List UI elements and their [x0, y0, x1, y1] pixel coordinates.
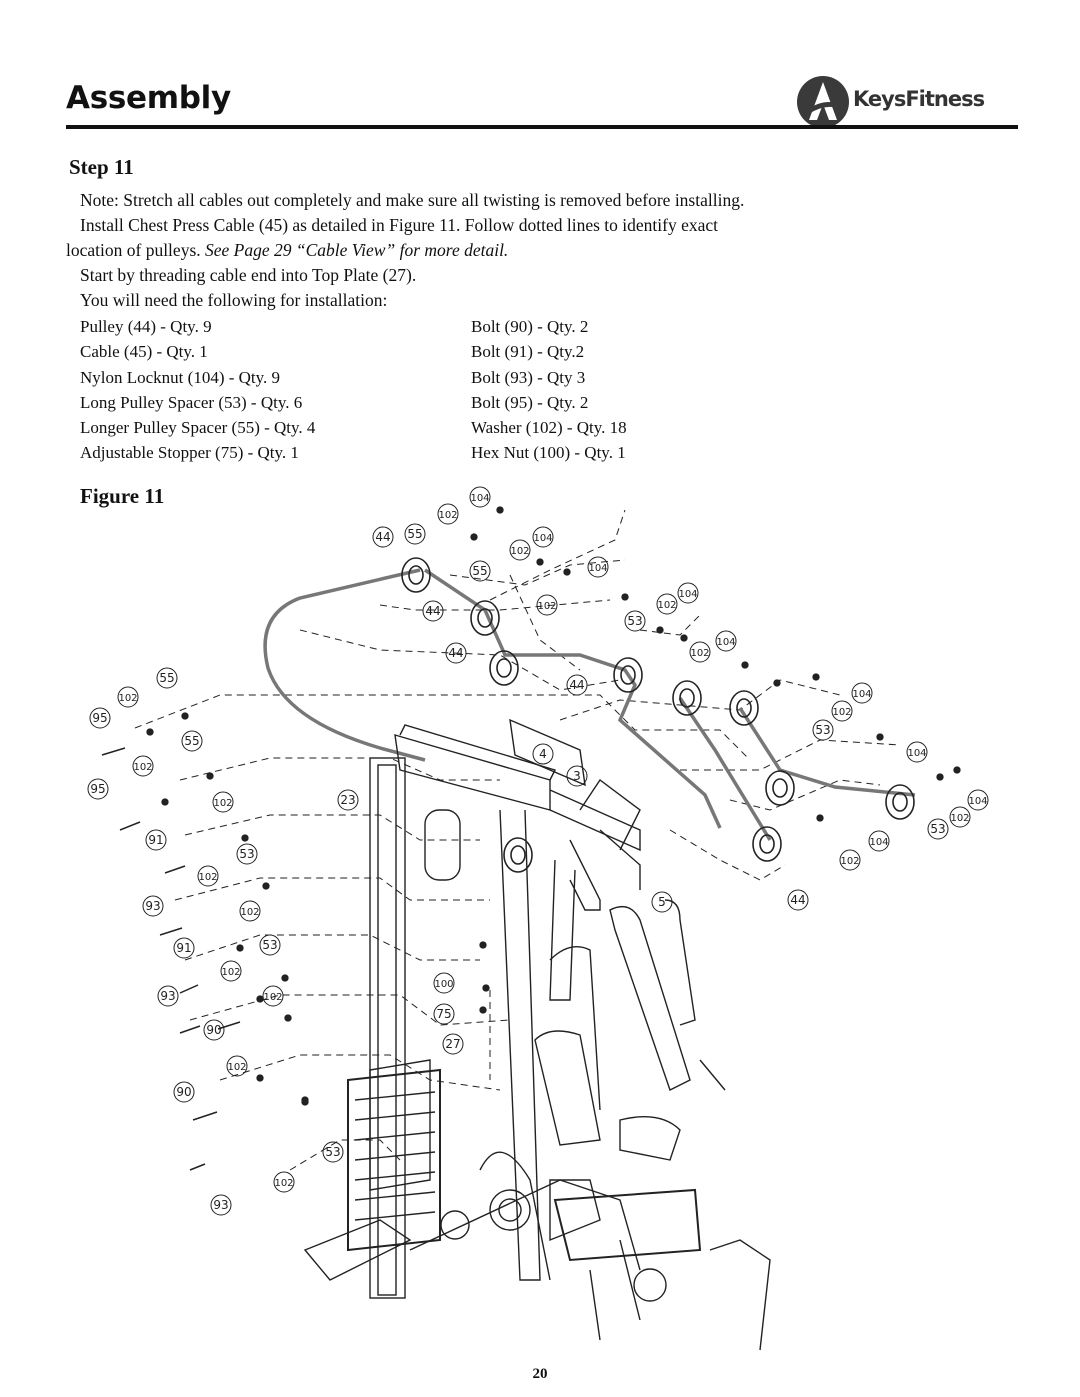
svg-text:55: 55: [184, 734, 199, 748]
cable-view-reference: See Page 29 “Cable View” for more detail…: [205, 240, 509, 260]
part-item: Adjustable Stopper (75) - Qty. 1: [80, 443, 299, 463]
svg-text:91: 91: [176, 941, 191, 955]
svg-text:104: 104: [716, 637, 735, 648]
svg-text:5: 5: [658, 895, 666, 909]
page-number: 20: [532, 1366, 548, 1382]
part-item: Washer (102) - Qty. 18: [471, 418, 627, 438]
svg-text:4: 4: [539, 747, 547, 761]
svg-text:95: 95: [90, 782, 105, 796]
svg-text:102: 102: [221, 967, 240, 978]
svg-text:90: 90: [206, 1023, 221, 1037]
svg-text:27: 27: [445, 1037, 460, 1051]
part-item: Longer Pulley Spacer (55) - Qty. 4: [80, 418, 316, 438]
svg-text:44: 44: [425, 604, 440, 618]
svg-text:93: 93: [145, 899, 160, 913]
svg-text:102: 102: [227, 1062, 246, 1073]
svg-text:53: 53: [930, 822, 945, 836]
svg-text:100: 100: [434, 979, 453, 990]
svg-text:102: 102: [240, 907, 259, 918]
svg-text:55: 55: [159, 671, 174, 685]
svg-text:104: 104: [852, 689, 871, 700]
svg-text:53: 53: [627, 614, 642, 628]
svg-text:102: 102: [832, 707, 851, 718]
svg-text:102: 102: [840, 856, 859, 867]
svg-text:104: 104: [678, 589, 697, 600]
svg-text:55: 55: [472, 564, 487, 578]
part-callouts: 104 102 44 55 102 104 55 104 102 44 102 …: [87, 486, 989, 1216]
part-item: Hex Nut (100) - Qty. 1: [471, 443, 626, 463]
svg-text:102: 102: [198, 872, 217, 883]
part-item: Bolt (91) - Qty.2: [471, 342, 585, 362]
header-divider: [66, 125, 1018, 129]
pulleys: [401, 557, 915, 873]
svg-text:102: 102: [438, 510, 457, 521]
svg-text:102: 102: [950, 813, 969, 824]
svg-text:102: 102: [657, 600, 676, 611]
svg-text:93: 93: [213, 1198, 228, 1212]
svg-text:102: 102: [537, 601, 556, 612]
part-item: Pulley (44) - Qty. 9: [80, 317, 212, 336]
hardware-bolts: [101, 747, 241, 1171]
svg-text:44: 44: [448, 646, 463, 660]
page-section-title: Assembly: [66, 80, 231, 116]
svg-text:53: 53: [815, 723, 830, 737]
parts-list-right: Bolt (90) - Qty. 2 Bolt (91) - Qty.2 Bol…: [471, 314, 627, 466]
step-title: Step 11: [69, 155, 134, 179]
note-line-1: Note: Stretch all cables out completely …: [80, 190, 745, 210]
keysfitness-logo: KeysFitness: [795, 74, 1025, 130]
note-line-3: location of pulleys. See Page 29 “Cable …: [66, 238, 508, 263]
parts-intro: You will need the following for installa…: [80, 290, 388, 310]
threading-instruction: Start by threading cable end into Top Pl…: [80, 265, 417, 285]
svg-text:90: 90: [176, 1085, 191, 1099]
note-line-3-text: location of pulleys.: [66, 240, 206, 260]
svg-text:104: 104: [533, 533, 552, 544]
part-item: Cable (45) - Qty. 1: [80, 342, 208, 362]
logo-wordmark: KeysFitness: [853, 87, 985, 111]
svg-text:104: 104: [968, 796, 987, 807]
svg-text:102: 102: [274, 1178, 293, 1189]
svg-text:104: 104: [869, 837, 888, 848]
svg-text:23: 23: [340, 793, 355, 807]
part-item: Bolt (93) - Qty 3: [471, 367, 586, 387]
svg-text:104: 104: [588, 563, 607, 574]
svg-text:53: 53: [325, 1145, 340, 1159]
svg-text:102: 102: [263, 992, 282, 1003]
hardware-nuts: [146, 506, 961, 1106]
svg-text:93: 93: [160, 989, 175, 1003]
svg-text:3: 3: [573, 769, 581, 783]
part-item: Bolt (95) - Qty. 2: [471, 392, 589, 412]
svg-text:55: 55: [407, 527, 422, 541]
svg-text:102: 102: [510, 546, 529, 557]
svg-text:53: 53: [239, 847, 254, 861]
svg-text:104: 104: [470, 493, 489, 504]
guide-lines: [134, 509, 901, 1171]
svg-text:102: 102: [690, 648, 709, 659]
svg-text:44: 44: [569, 678, 584, 692]
parts-list-left: Pulley (44) - Qty. 9 Cable (45) - Qty. 1…: [80, 314, 315, 466]
svg-text:44: 44: [375, 530, 390, 544]
part-item: Bolt (90) - Qty. 2: [471, 317, 589, 336]
svg-text:53: 53: [262, 938, 277, 952]
svg-text:102: 102: [118, 693, 137, 704]
svg-text:104: 104: [907, 748, 926, 759]
chest-press-cable-diagram: 104 102 44 55 102 104 55 104 102 44 102 …: [87, 486, 989, 1351]
part-item: Nylon Locknut (104) - Qty. 9: [80, 367, 281, 387]
keysfitness-emblem-icon: [797, 76, 849, 128]
svg-text:95: 95: [92, 711, 107, 725]
svg-text:44: 44: [790, 893, 805, 907]
machine-frame: [303, 718, 771, 1351]
figure-title: Figure 11: [80, 484, 165, 508]
part-item: Long Pulley Spacer (53) - Qty. 6: [80, 392, 303, 412]
svg-text:102: 102: [133, 762, 152, 773]
note-line-2: Install Chest Press Cable (45) as detail…: [80, 215, 718, 235]
svg-text:102: 102: [213, 798, 232, 809]
svg-text:75: 75: [436, 1007, 451, 1021]
svg-text:91: 91: [148, 833, 163, 847]
